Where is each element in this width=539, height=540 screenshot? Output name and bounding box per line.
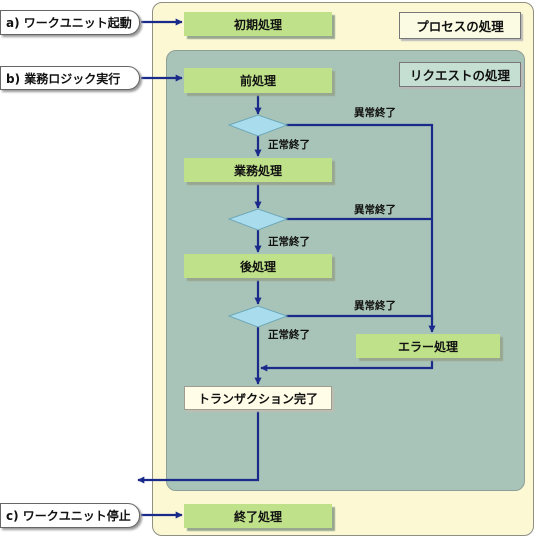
- trigger-work-unit-start: a) ワークユニット起動: [0, 10, 140, 35]
- step-pre: 前処理: [184, 68, 332, 93]
- trigger-business-logic-execute: b) 業務ロジック実行: [0, 66, 140, 90]
- line-abnormal-1: [286, 123, 434, 320]
- step-post: 後処理: [184, 254, 332, 278]
- decision-diamond-3: [227, 305, 289, 328]
- arrow-error-return: [260, 359, 434, 372]
- decision-diamond-2: [227, 208, 289, 231]
- step-initial: 初期処理: [184, 12, 332, 36]
- arrow-exit: [137, 411, 260, 484]
- label-normal-end-1: 正常終了: [268, 139, 310, 151]
- step-error: エラー処理: [356, 334, 500, 358]
- step-business: 業務処理: [184, 158, 332, 182]
- process-container-title: プロセスの処理: [399, 12, 521, 39]
- label-abnormal-end-1: 異常終了: [354, 107, 396, 119]
- decision-diamond-1: [227, 114, 289, 137]
- label-abnormal-end-3: 異常終了: [354, 300, 396, 312]
- step-transaction-complete: トランザクション完了: [184, 386, 332, 410]
- trigger-work-unit-stop: c) ワークユニット停止: [0, 503, 140, 528]
- step-final: 終了処理: [184, 504, 332, 528]
- label-normal-end-2: 正常終了: [268, 236, 310, 248]
- label-normal-end-3: 正常終了: [268, 329, 310, 341]
- label-abnormal-end-2: 異常終了: [354, 204, 396, 216]
- request-container-title: リクエストの処理: [399, 62, 521, 87]
